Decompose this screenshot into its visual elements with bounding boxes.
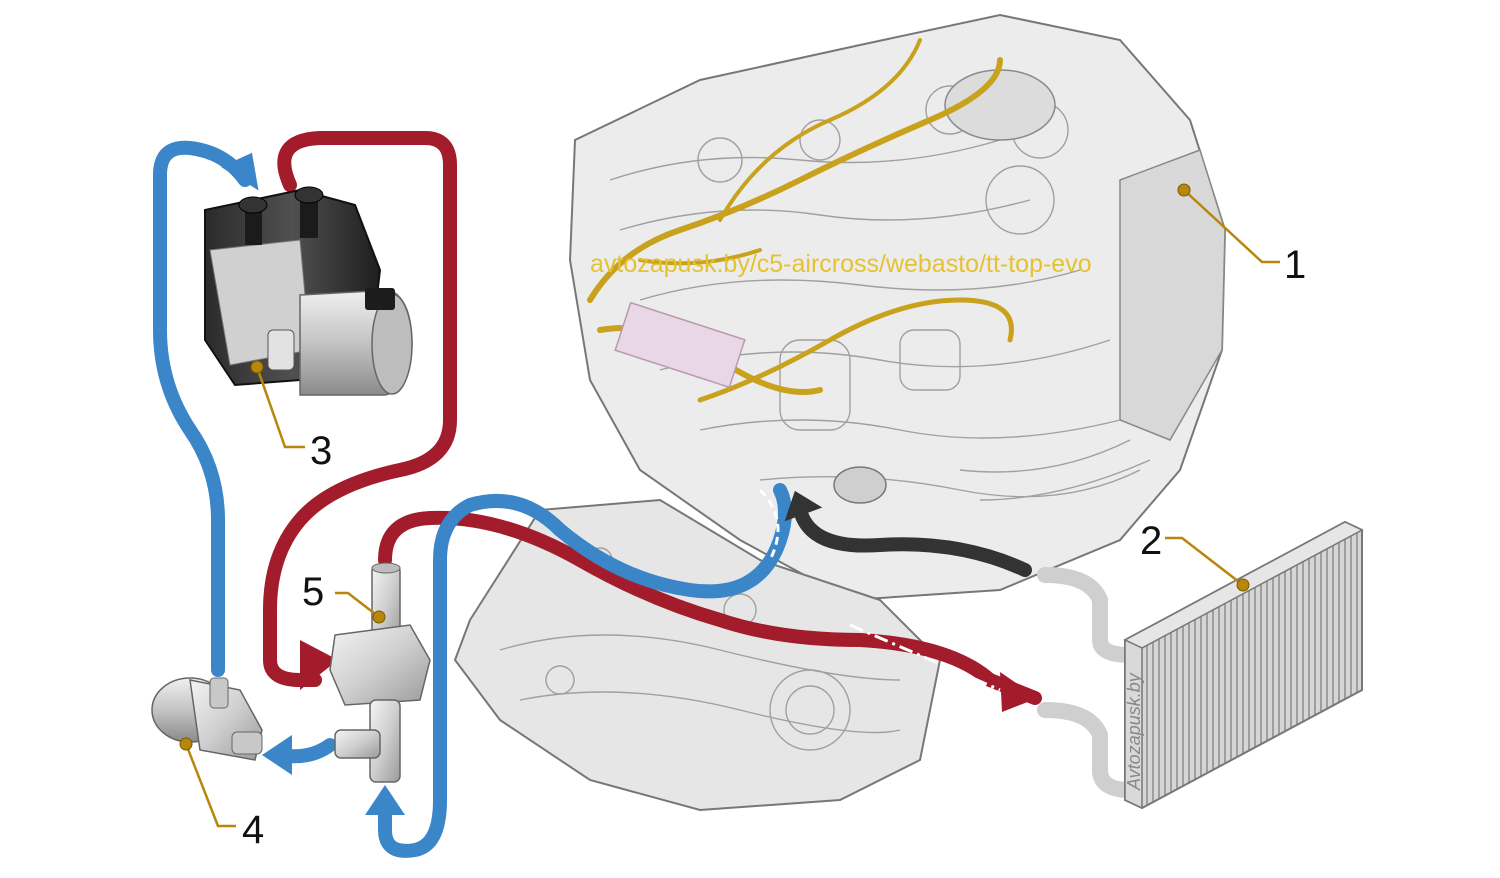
callout-1-engine: 1 — [1284, 243, 1306, 287]
arrow-into-engine-icon — [784, 490, 823, 522]
watermark-url: avtozapusk.by/c5-aircross/webasto/tt-top… — [590, 250, 1092, 278]
arrow-up-valve-icon — [365, 785, 405, 815]
callout-3-heater: 3 — [310, 429, 332, 473]
callout-4-pump: 4 — [242, 808, 264, 852]
valve — [329, 562, 431, 783]
arrow-into-pump-icon — [262, 735, 292, 775]
callout-dots — [179, 183, 1250, 751]
wiring-harness — [587, 38, 1014, 403]
gearbox — [453, 498, 942, 812]
return-line — [793, 503, 1032, 577]
arrow-to-radiator-icon — [1000, 672, 1038, 712]
water-pump — [151, 677, 263, 761]
hot-coolant-line — [263, 131, 997, 687]
radiator-brand-label: Avtozapusk.by — [1124, 672, 1144, 791]
hidden-cold-dash — [758, 488, 780, 561]
arrow-into-heater-icon — [221, 152, 259, 191]
heater-radiator: Avtozapusk.by — [1037, 520, 1364, 810]
callout-5-valve: 5 — [302, 570, 324, 614]
hidden-line-dash — [849, 623, 1001, 692]
webasto-heater — [204, 186, 413, 396]
arrow-into-valve-icon — [300, 640, 338, 690]
callout-2-radiator: 2 — [1140, 519, 1162, 563]
callout-leaders — [184, 189, 1280, 828]
